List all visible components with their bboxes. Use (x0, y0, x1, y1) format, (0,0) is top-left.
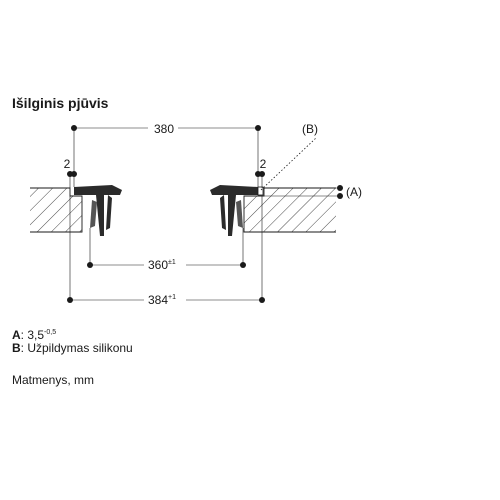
dimension-384-label: 384+1 (148, 293, 176, 307)
dimension-360: 360±1 (87, 228, 246, 272)
dimension-380-label: 380 (154, 122, 174, 136)
page-title: Išilginis pjūvis (12, 95, 109, 111)
silicone-joint-b (257, 137, 317, 196)
dimension-360-label: 360±1 (148, 258, 176, 272)
hob-edge-left (74, 185, 122, 236)
hob-edge-right (210, 185, 258, 236)
legend-a: A: 3,5-0,5 (12, 328, 57, 342)
dimension-a: (A) (264, 185, 362, 199)
right-gap-label: 2 (260, 157, 267, 171)
units-note: Matmenys, mm (12, 373, 95, 387)
dimension-right-gap: 2 (255, 157, 267, 188)
dimension-384: 384+1 (67, 196, 265, 307)
dimension-left-gap: 2 (64, 157, 77, 188)
dimension-380: 380 (71, 121, 261, 187)
label-b: (B) (302, 122, 318, 136)
left-gap-label: 2 (64, 157, 71, 171)
label-a: (A) (346, 185, 362, 199)
legend-b: B: Užpildymas silikonu (12, 341, 133, 355)
countertop-left (30, 187, 83, 233)
